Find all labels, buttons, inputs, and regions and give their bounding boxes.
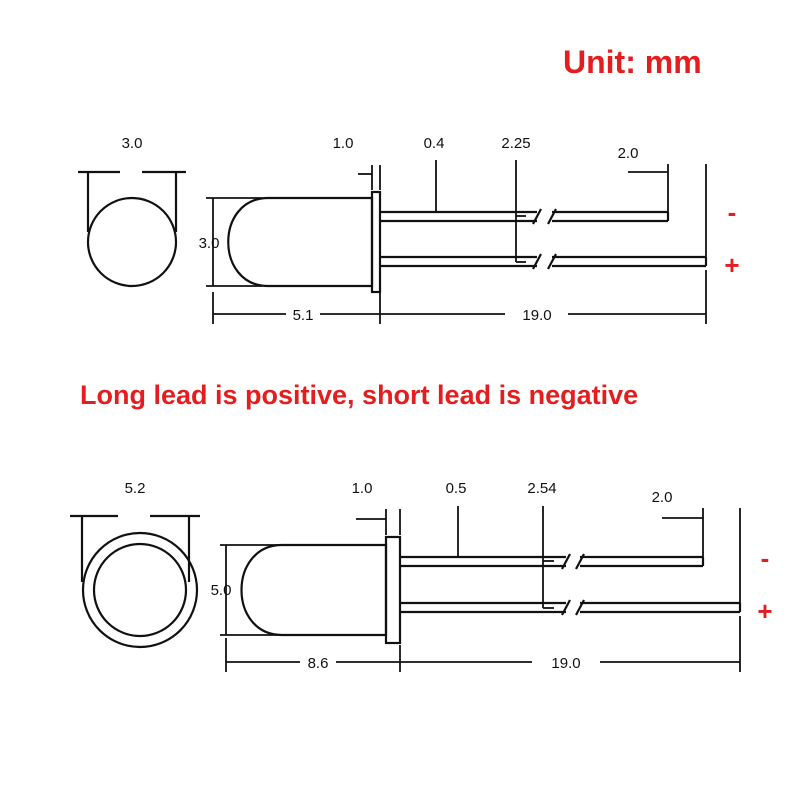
led-5mm-lead-width-label: 0.5 <box>446 480 467 497</box>
led-5mm-body-height-label: 5.0 <box>211 582 232 599</box>
led-3mm-diameter-label: 3.0 <box>122 135 143 152</box>
led-5mm-flange-label: 1.0 <box>352 480 373 497</box>
led-5mm-positive-symbol: + <box>757 596 772 626</box>
polarity-note: Long lead is positive, short lead is neg… <box>80 380 639 410</box>
led-5mm-lead-length-label: 19.0 <box>551 655 580 672</box>
led-3mm-negative-symbol: - <box>728 197 737 227</box>
led-3mm-flange <box>370 190 382 294</box>
led-5mm-labels: 5.2 1.0 0.5 2.54 2.0 5.0 8.6 19.0 <box>125 480 673 672</box>
led-5mm-lead-offset-label: 2.0 <box>652 489 673 506</box>
led-3mm-lead-width-label: 0.4 <box>424 135 445 152</box>
led-3mm-body <box>227 196 374 288</box>
led-3mm-lead-offset-label: 2.0 <box>618 145 639 162</box>
unit-label: Unit: mm <box>563 44 702 80</box>
led-5mm-front-view-outer <box>81 531 199 649</box>
led-5mm-lead-spacing-label: 2.54 <box>527 480 556 497</box>
led-3mm-body-height-label: 3.0 <box>199 235 220 252</box>
led-5mm-drawing <box>70 506 742 672</box>
led-5mm-leads <box>400 553 742 616</box>
led-5mm-body-length-label: 8.6 <box>308 655 329 672</box>
led-5mm-diameter-label: 5.2 <box>125 480 146 497</box>
led-5mm-negative-symbol: - <box>761 543 770 573</box>
led-3mm-labels: 3.0 1.0 0.4 2.25 2.0 3.0 5.1 19.0 <box>122 135 639 324</box>
led-3mm-flange-label: 1.0 <box>333 135 354 152</box>
led-5mm-flange <box>384 535 402 645</box>
led-3mm-leads <box>380 208 708 270</box>
led-3mm-drawing <box>78 160 708 324</box>
led-3mm-lead-spacing-label: 2.25 <box>501 135 530 152</box>
led-5mm-body <box>240 543 388 637</box>
led-3mm-positive-symbol: + <box>724 250 739 280</box>
led-5mm-front-view-inner <box>92 542 188 638</box>
led-3mm-front-view <box>86 196 178 288</box>
led-3mm-body-length-label: 5.1 <box>293 307 314 324</box>
led-3mm-lead-length-label: 19.0 <box>522 307 551 324</box>
